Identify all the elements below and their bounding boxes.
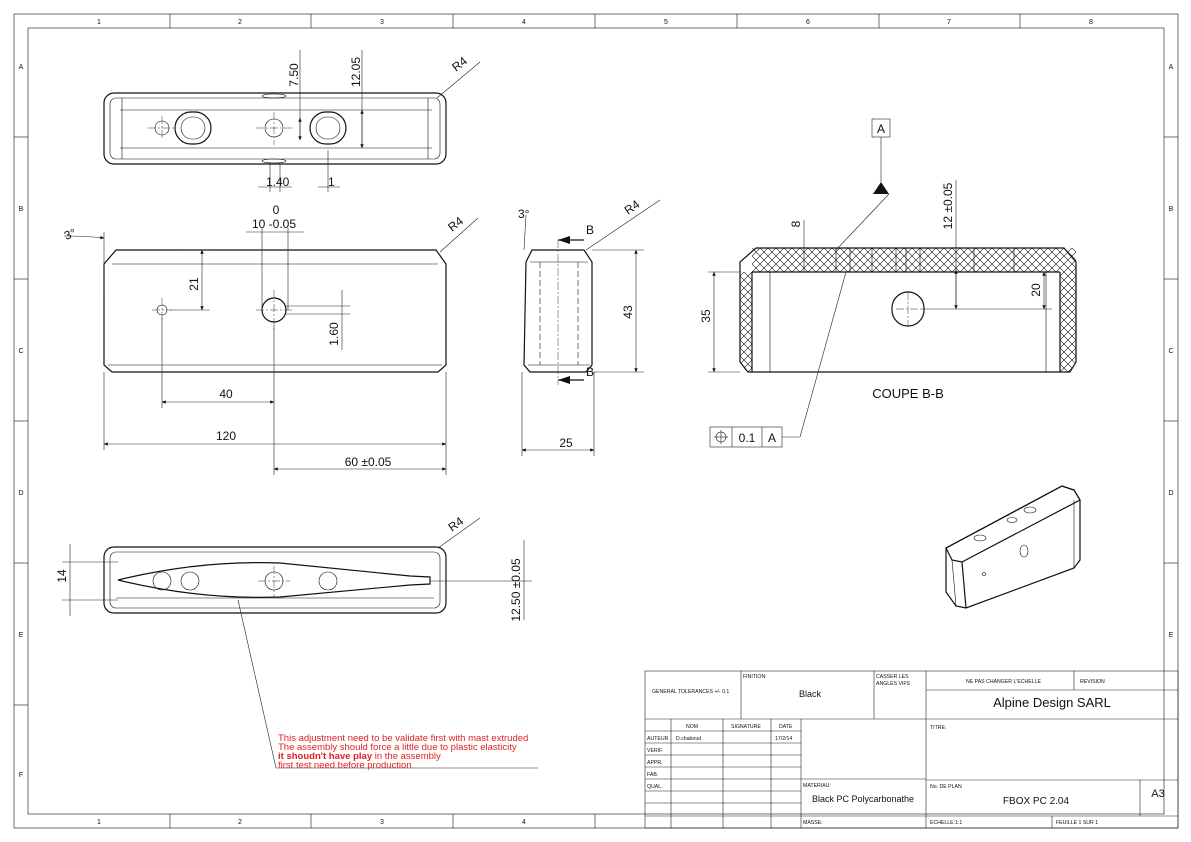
dim-zero: 0 bbox=[273, 203, 280, 217]
dim-21: 21 bbox=[187, 277, 201, 291]
row-label: C bbox=[18, 348, 23, 355]
col-label: 7 bbox=[947, 19, 951, 26]
drawing-number: FBOX PC 2.04 bbox=[1003, 796, 1070, 807]
dim-120: 120 bbox=[216, 429, 236, 443]
col-label: 4 bbox=[522, 19, 526, 26]
dim-10-tol: 10 -0.05 bbox=[252, 217, 296, 231]
dim-12-05: 12.05 bbox=[349, 57, 363, 87]
row-label: F bbox=[19, 772, 23, 779]
col-label: 1 bbox=[97, 19, 101, 26]
dim-40: 40 bbox=[219, 387, 233, 401]
general-tolerances: GENERAL TOLERANCES +/- 0.1 bbox=[652, 689, 729, 695]
auteur-date: 17/2/14 bbox=[775, 736, 792, 742]
section-label: COUPE B-B bbox=[872, 386, 944, 401]
feature-control-frame: 0.1 A bbox=[709, 271, 847, 448]
no-plan-label: No. DE PLAN bbox=[930, 784, 962, 790]
row-label: B bbox=[1169, 206, 1174, 213]
dim-12-tol: 12 ±0.05 bbox=[941, 182, 955, 229]
masse-label: MASSE: bbox=[803, 820, 823, 826]
casser-label-1: CASSER LES bbox=[876, 674, 909, 680]
col-signature: SIGNATURE bbox=[731, 724, 761, 730]
dim-r4-bottom: R4 bbox=[446, 514, 467, 535]
section-b-top: B bbox=[586, 223, 594, 237]
feuille-label: FEUILLE 1 SUR 1 bbox=[1056, 820, 1098, 826]
row-label: B bbox=[19, 206, 24, 213]
col-label: 4 bbox=[522, 819, 526, 826]
col-date: DATE bbox=[779, 724, 793, 730]
dim-8: 8 bbox=[789, 220, 803, 227]
finition-value: Black bbox=[799, 689, 822, 699]
note-line-3: it shoudn't have play in the assembly bbox=[278, 751, 441, 762]
row-label: D bbox=[18, 490, 23, 497]
note-line-2: The assembly should force a little due t… bbox=[278, 742, 517, 753]
dim-1-60: 1.60 bbox=[327, 322, 341, 346]
dim-7-50: 7.50 bbox=[287, 63, 301, 87]
col-nom: NOM bbox=[686, 724, 698, 730]
front-view: 3° 0 10 -0.05 R4 21 1.60 40 120 60 ±0.05 bbox=[62, 203, 479, 475]
row-label: E bbox=[19, 632, 24, 639]
dim-35: 35 bbox=[699, 309, 713, 323]
row-label: A bbox=[19, 64, 24, 71]
fcf-datum: A bbox=[768, 431, 776, 445]
col-label: 5 bbox=[664, 19, 668, 26]
sheet-border: 1 2 3 4 5 6 7 8 1 2 3 4 A B C D E F A B … bbox=[13, 13, 1179, 829]
fcf-tolerance: 0.1 bbox=[739, 431, 756, 445]
no-scale-note: NE PAS CHANGER L'ECHELLE bbox=[966, 679, 1042, 685]
dim-r4-top: R4 bbox=[449, 54, 470, 75]
isometric-view bbox=[945, 485, 1081, 609]
dim-60-tol: 60 ±0.05 bbox=[345, 455, 392, 469]
sheet-format: A3 bbox=[1151, 788, 1164, 800]
col-label: 2 bbox=[238, 19, 242, 26]
company-name: Alpine Design SARL bbox=[993, 695, 1111, 710]
row-qual: QUAL. bbox=[647, 784, 663, 790]
row-label: D bbox=[1168, 490, 1173, 497]
dim-angle-side: 3° bbox=[518, 207, 530, 221]
dim-angle-front: 3° bbox=[62, 226, 78, 243]
dim-12-50-tol: 12.50 ±0.05 bbox=[509, 558, 523, 622]
col-label: 3 bbox=[380, 819, 384, 826]
row-fab: FAB. bbox=[647, 772, 658, 778]
finition-label: FINITION: bbox=[743, 674, 767, 680]
row-appr: APPR. bbox=[647, 760, 663, 766]
row-label: E bbox=[1169, 632, 1174, 639]
side-view: 3° R4 B B 43 25 bbox=[518, 197, 661, 456]
dim-14: 14 bbox=[55, 569, 69, 583]
revision-label: REVISION bbox=[1080, 679, 1105, 685]
dim-r4-side: R4 bbox=[622, 197, 643, 217]
titre-label: TITRE: bbox=[930, 725, 946, 731]
bottom-view: R4 14 12.50 ±0.05 bbox=[55, 514, 538, 769]
top-view: 7.50 12.05 R4 1.40 1 bbox=[103, 50, 481, 192]
title-block: GENERAL TOLERANCES +/- 0.1 FINITION: CAS… bbox=[644, 670, 1179, 829]
row-label: C bbox=[1168, 348, 1173, 355]
col-label: 6 bbox=[806, 19, 810, 26]
dim-1-40: 1.40 bbox=[266, 175, 290, 189]
section-view: A 8 12 ±0.05 35 20 COUPE B-B 0.1 A bbox=[699, 118, 1077, 448]
col-label: 8 bbox=[1089, 19, 1093, 26]
col-label: 3 bbox=[380, 19, 384, 26]
materiau-label: MATERIAU: bbox=[803, 783, 831, 789]
production-note: This adjustment need to be validate firs… bbox=[278, 733, 528, 771]
echelle-label: ECHELLE:1:1 bbox=[930, 820, 962, 826]
section-b-bottom: B bbox=[586, 365, 594, 379]
row-auteur: AUTEUR bbox=[647, 736, 669, 742]
dim-20: 20 bbox=[1029, 283, 1043, 297]
col-label: 2 bbox=[238, 819, 242, 826]
materiau-value: Black PC Polycarbonathe bbox=[812, 794, 914, 804]
row-verif: VERIF. bbox=[647, 748, 663, 754]
dim-25: 25 bbox=[559, 436, 573, 450]
row-label: A bbox=[1169, 64, 1174, 71]
dim-1: 1 bbox=[328, 175, 335, 189]
col-label: 1 bbox=[97, 819, 101, 826]
auteur-name: D.chaboud bbox=[676, 736, 701, 742]
casser-label-2: ANGLES VIFS bbox=[876, 681, 911, 687]
note-line-1: This adjustment need to be validate firs… bbox=[278, 733, 528, 744]
note-line-4: first test need before production bbox=[278, 760, 412, 771]
dim-43: 43 bbox=[621, 305, 635, 319]
datum-a: A bbox=[877, 122, 885, 136]
